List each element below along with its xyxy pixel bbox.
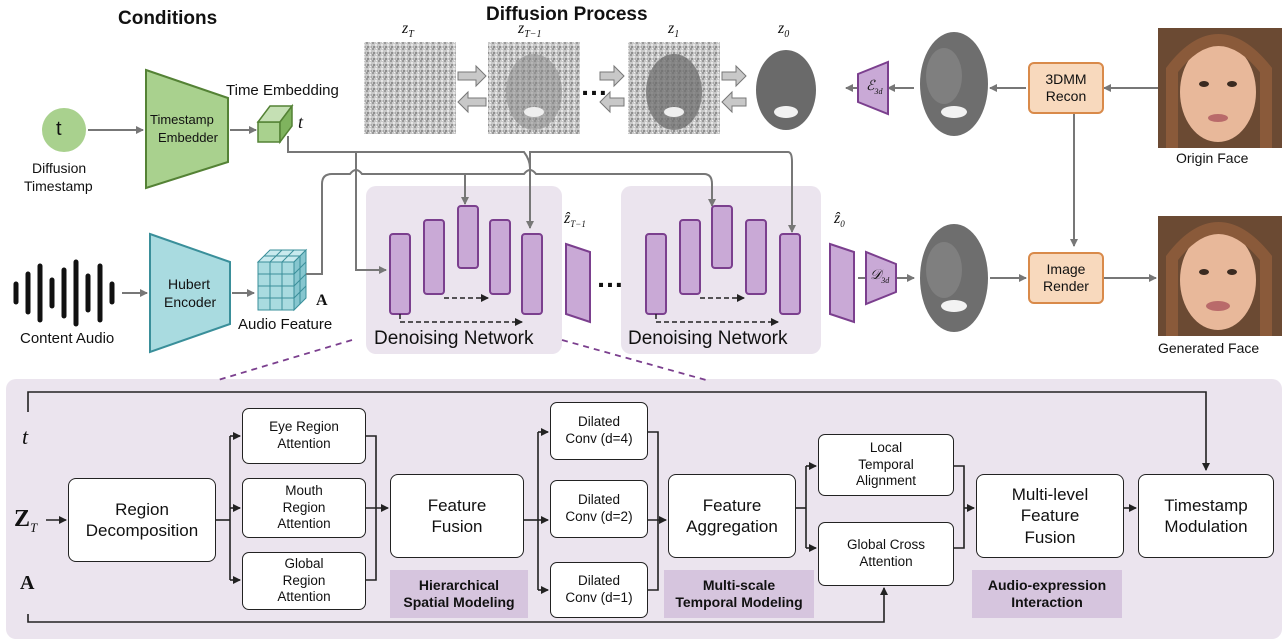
hubert-label-2: Encoder — [164, 294, 217, 310]
audio-feature-cube — [256, 248, 308, 312]
denoise-label-1: Denoising Network — [374, 328, 534, 349]
diffusion-header: Diffusion Process — [486, 4, 648, 25]
embedder-label-2: Embedder — [158, 130, 218, 145]
hubert-encoder-shape — [149, 232, 231, 354]
audio-waveform-icon — [13, 259, 115, 327]
detail-t-symbol: t — [22, 424, 29, 449]
encoder3d-label: ℰ3d — [866, 79, 883, 96]
z0-head — [756, 50, 816, 130]
zhat-0-slab — [829, 242, 855, 324]
encoder3d-shape — [857, 60, 889, 116]
content-audio-label: Content Audio — [20, 330, 115, 347]
denoise-label-2: Denoising Network — [628, 328, 788, 349]
conditions-header: Conditions — [118, 8, 218, 29]
time-embedding-label: Time Embedding — [226, 82, 339, 99]
generated-mesh-head — [920, 224, 988, 332]
time-to-dn1 — [355, 152, 387, 274]
ellipsis-mid: … — [596, 262, 624, 293]
timestamp-label-1: Diffusion — [32, 160, 87, 176]
zoom-line-right — [561, 339, 707, 381]
zT1-label: zT−1 — [518, 20, 542, 41]
decoder3d-shape — [865, 250, 897, 306]
zoom-line-left — [217, 339, 353, 381]
audio-feature-label: Audio Feature — [238, 316, 333, 333]
zhat-0-label: ẑ0 — [834, 210, 845, 230]
hubert-label-1: Hubert — [168, 276, 211, 292]
embedder-label-1: Timestamp — [150, 112, 214, 127]
detail-a-symbol: A — [20, 572, 35, 594]
z1-label: z1 — [668, 20, 680, 41]
timestamp-node — [42, 108, 86, 152]
time-embedding-symbol: t — [298, 112, 304, 132]
origin-face-label: Origin Face — [1176, 150, 1249, 166]
recon-mesh-head — [920, 32, 988, 136]
generated-face-image — [1158, 216, 1282, 336]
zT-label: zT — [402, 20, 414, 41]
denoise-unet-2 — [645, 205, 801, 315]
audio-feature-symbol: A — [316, 292, 328, 309]
denoise-unet-1 — [389, 205, 543, 315]
ellipsis-top: … — [580, 70, 608, 101]
timestamp-label-2: Timestamp — [24, 178, 93, 194]
origin-face-image — [1158, 28, 1282, 148]
zhat-T1-label: ẑT−1 — [564, 210, 586, 230]
timestamp-node-label: t — [56, 118, 62, 140]
decoder3d-label: 𝒟3d — [870, 268, 890, 285]
generated-face-label: Generated Face — [1158, 340, 1260, 356]
audio-route — [306, 169, 716, 275]
zhat-T1-slab — [565, 242, 591, 324]
detail-zt-symbol: ZT — [14, 506, 38, 535]
zT-image — [364, 42, 456, 134]
z0-label: z0 — [778, 20, 790, 41]
time-embedding-cube — [256, 103, 294, 145]
timestamp-embedder-shape — [145, 68, 229, 190]
